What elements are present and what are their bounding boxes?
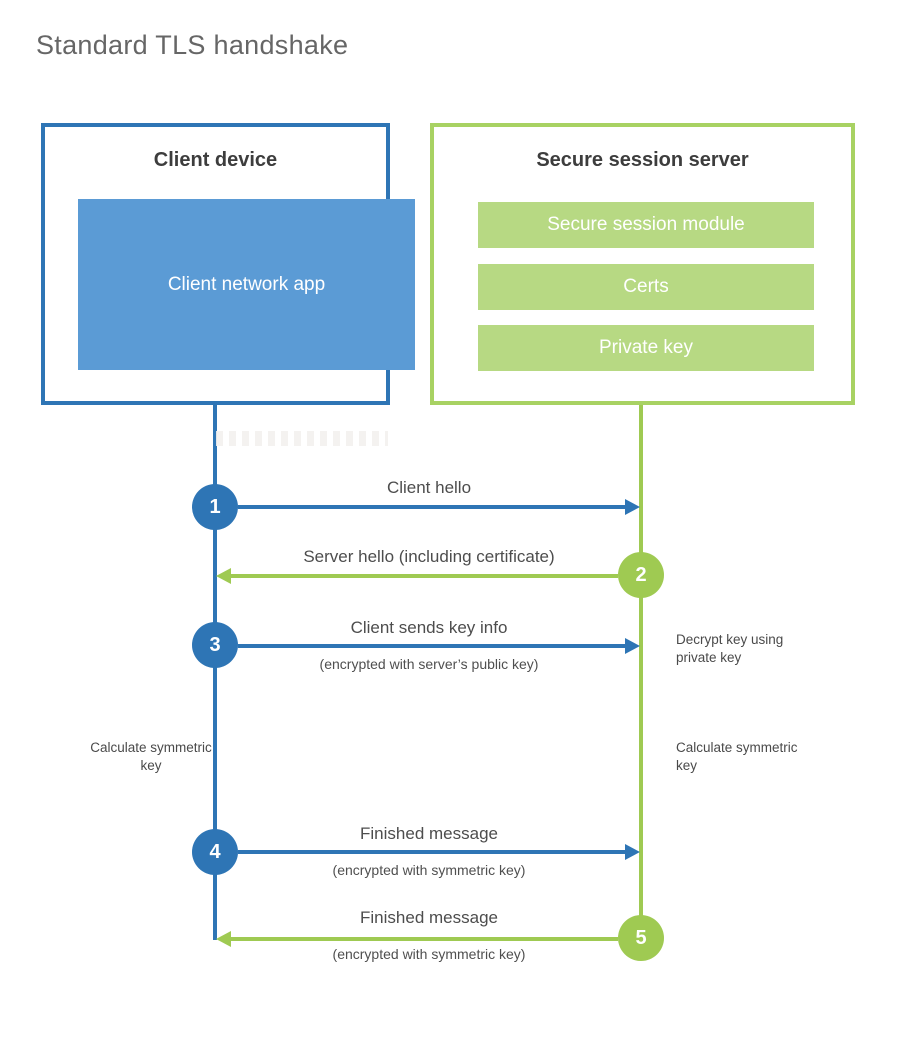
client-device-title: Client device [153, 149, 278, 171]
client-network-app-label: Client network app [167, 273, 326, 295]
module-secure-session: Secure session module [478, 202, 814, 248]
step-circle-2: 2 [618, 552, 664, 598]
step-circle-4: 4 [192, 829, 238, 875]
step-2-label: Server hello (including certificate) [303, 547, 555, 566]
step-3-arrow-line [238, 644, 626, 648]
client-network-app-box: Client network app [78, 199, 415, 370]
note-calculate-symmetric-key-left: Calculate symmetric key [90, 740, 212, 773]
step-circle-5: 5 [618, 915, 664, 961]
arrowhead-right-icon [625, 844, 640, 860]
module-certs: Certs [478, 264, 814, 310]
note-decrypt-key: Decrypt key using private key [676, 632, 784, 665]
step-5-arrow-line [231, 937, 618, 941]
arrowhead-right-icon [625, 638, 640, 654]
step-1-arrow-line [238, 505, 626, 509]
step-circle-1: 1 [192, 484, 238, 530]
module-private-key: Private key [478, 325, 814, 371]
page-title: Standard TLS handshake [36, 30, 349, 60]
step-2-arrow-line [231, 574, 618, 578]
arrowhead-right-icon [625, 499, 640, 515]
step-1-label: Client hello [386, 478, 472, 497]
secure-session-server-box: Secure session server Secure session mod… [430, 123, 855, 405]
step-3-label: Client sends key info [350, 618, 508, 637]
client-lifeline [213, 405, 217, 940]
step-4-number: 4 [209, 840, 221, 863]
secure-session-server-title: Secure session server [536, 149, 749, 171]
faded-artifact [216, 431, 388, 446]
step-2-number: 2 [635, 563, 647, 586]
step-4-label: Finished message [360, 824, 498, 843]
step-5-label: Finished message [360, 908, 498, 927]
arrowhead-left-icon [216, 568, 231, 584]
server-lifeline [639, 405, 643, 938]
step-3-number: 3 [209, 633, 221, 656]
step-4-sublabel: (encrypted with symmetric key) [332, 862, 526, 878]
step-4-arrow-line [238, 850, 626, 854]
step-1-number: 1 [209, 495, 221, 518]
step-circle-3: 3 [192, 622, 238, 668]
step-5-number: 5 [635, 926, 647, 949]
step-3-sublabel: (encrypted with server’s public key) [319, 656, 539, 672]
arrowhead-left-icon [216, 931, 231, 947]
note-calculate-symmetric-key-right: Calculate symmetric key [676, 740, 798, 773]
client-device-box: Client device Client network app [41, 123, 415, 405]
step-5-sublabel: (encrypted with symmetric key) [332, 946, 526, 962]
